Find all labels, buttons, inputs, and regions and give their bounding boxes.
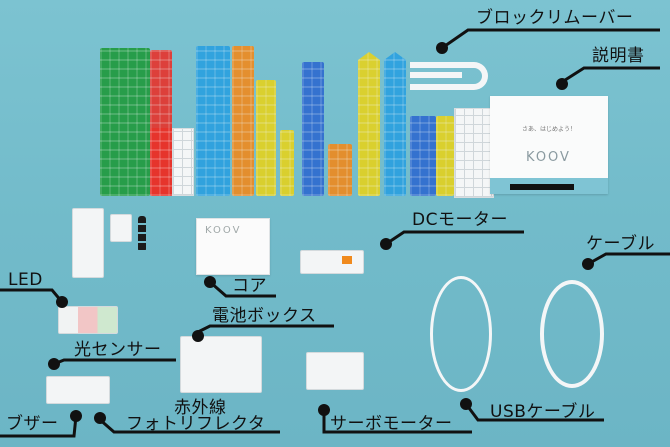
- sensor-cable-bundle: [540, 280, 604, 388]
- label-block-remover: ブロックリムーバー: [476, 8, 634, 28]
- label-buzzer: ブザー: [6, 414, 59, 434]
- white-blocks-small: [172, 128, 194, 196]
- label-manual: 説明書: [592, 46, 645, 66]
- servo-motor: [306, 352, 364, 390]
- battery-box-dot: [192, 330, 204, 342]
- light-sensor-dot: [48, 358, 60, 370]
- label-ir-photoreflector-line2: フォトリフレクタ: [126, 414, 266, 434]
- core-dot: [204, 276, 216, 288]
- label-cable: ケーブル: [586, 234, 655, 254]
- orange-blocks-short: [328, 144, 352, 196]
- block-remover-bar: [410, 72, 462, 78]
- photoreflector-dot: [94, 412, 106, 424]
- yellow-blocks-short: [280, 130, 294, 196]
- label-usb-cable: USBケーブル: [490, 402, 596, 422]
- connector-parts: [72, 208, 104, 278]
- led-dot: [56, 296, 68, 308]
- rubber-rings: [138, 216, 146, 252]
- label-servo-motor: サーボモーター: [330, 414, 453, 434]
- blue-blocks-tall: [302, 62, 324, 196]
- green-blocks: [100, 48, 150, 196]
- instruction-manual: さあ、はじめよう！ KOOV: [490, 96, 608, 194]
- usb-cable-coil: [430, 276, 492, 392]
- dc-motor: [300, 250, 364, 274]
- dc-motor-window: [342, 256, 352, 264]
- lightblue-blocks: [196, 46, 230, 196]
- yellow-blocks-mid: [256, 80, 276, 196]
- yellow-blocks-tall: [358, 52, 380, 196]
- lightblue-blocks-tall: [384, 52, 406, 196]
- led-module: [58, 306, 118, 334]
- usb-cable-dot: [460, 398, 472, 410]
- manual-redacted-bar: [510, 184, 574, 190]
- buzzer-dot: [70, 410, 82, 422]
- yellow-blocks-right: [436, 116, 454, 196]
- connector-clips: [110, 214, 132, 242]
- dc-motor-dot: [380, 238, 392, 250]
- block-remover-dot: [436, 42, 448, 54]
- blue-blocks-right: [410, 116, 436, 196]
- label-led: LED: [8, 270, 43, 290]
- manual-logo: KOOV: [526, 150, 571, 165]
- label-dc-motor: DCモーター: [412, 210, 508, 230]
- battery-box: [180, 336, 262, 393]
- label-light-sensor: 光センサー: [74, 340, 162, 360]
- label-battery-box: 電池ボックス: [212, 306, 317, 326]
- label-core: コア: [232, 276, 267, 296]
- core-logo: KOOV: [205, 225, 242, 236]
- manual-dot: [556, 78, 568, 90]
- orange-blocks-tall: [232, 46, 254, 196]
- core-unit: KOOV: [196, 218, 270, 275]
- buzzer-and-photoreflector: [46, 376, 110, 404]
- manual-tagline: さあ、はじめよう！: [522, 126, 577, 133]
- white-blocks-right: [454, 108, 494, 198]
- block-remover: [410, 62, 488, 90]
- cable-dot: [582, 258, 594, 270]
- servo-motor-dot: [318, 404, 330, 416]
- label-ir-photoreflector-line1: 赤外線: [174, 398, 227, 418]
